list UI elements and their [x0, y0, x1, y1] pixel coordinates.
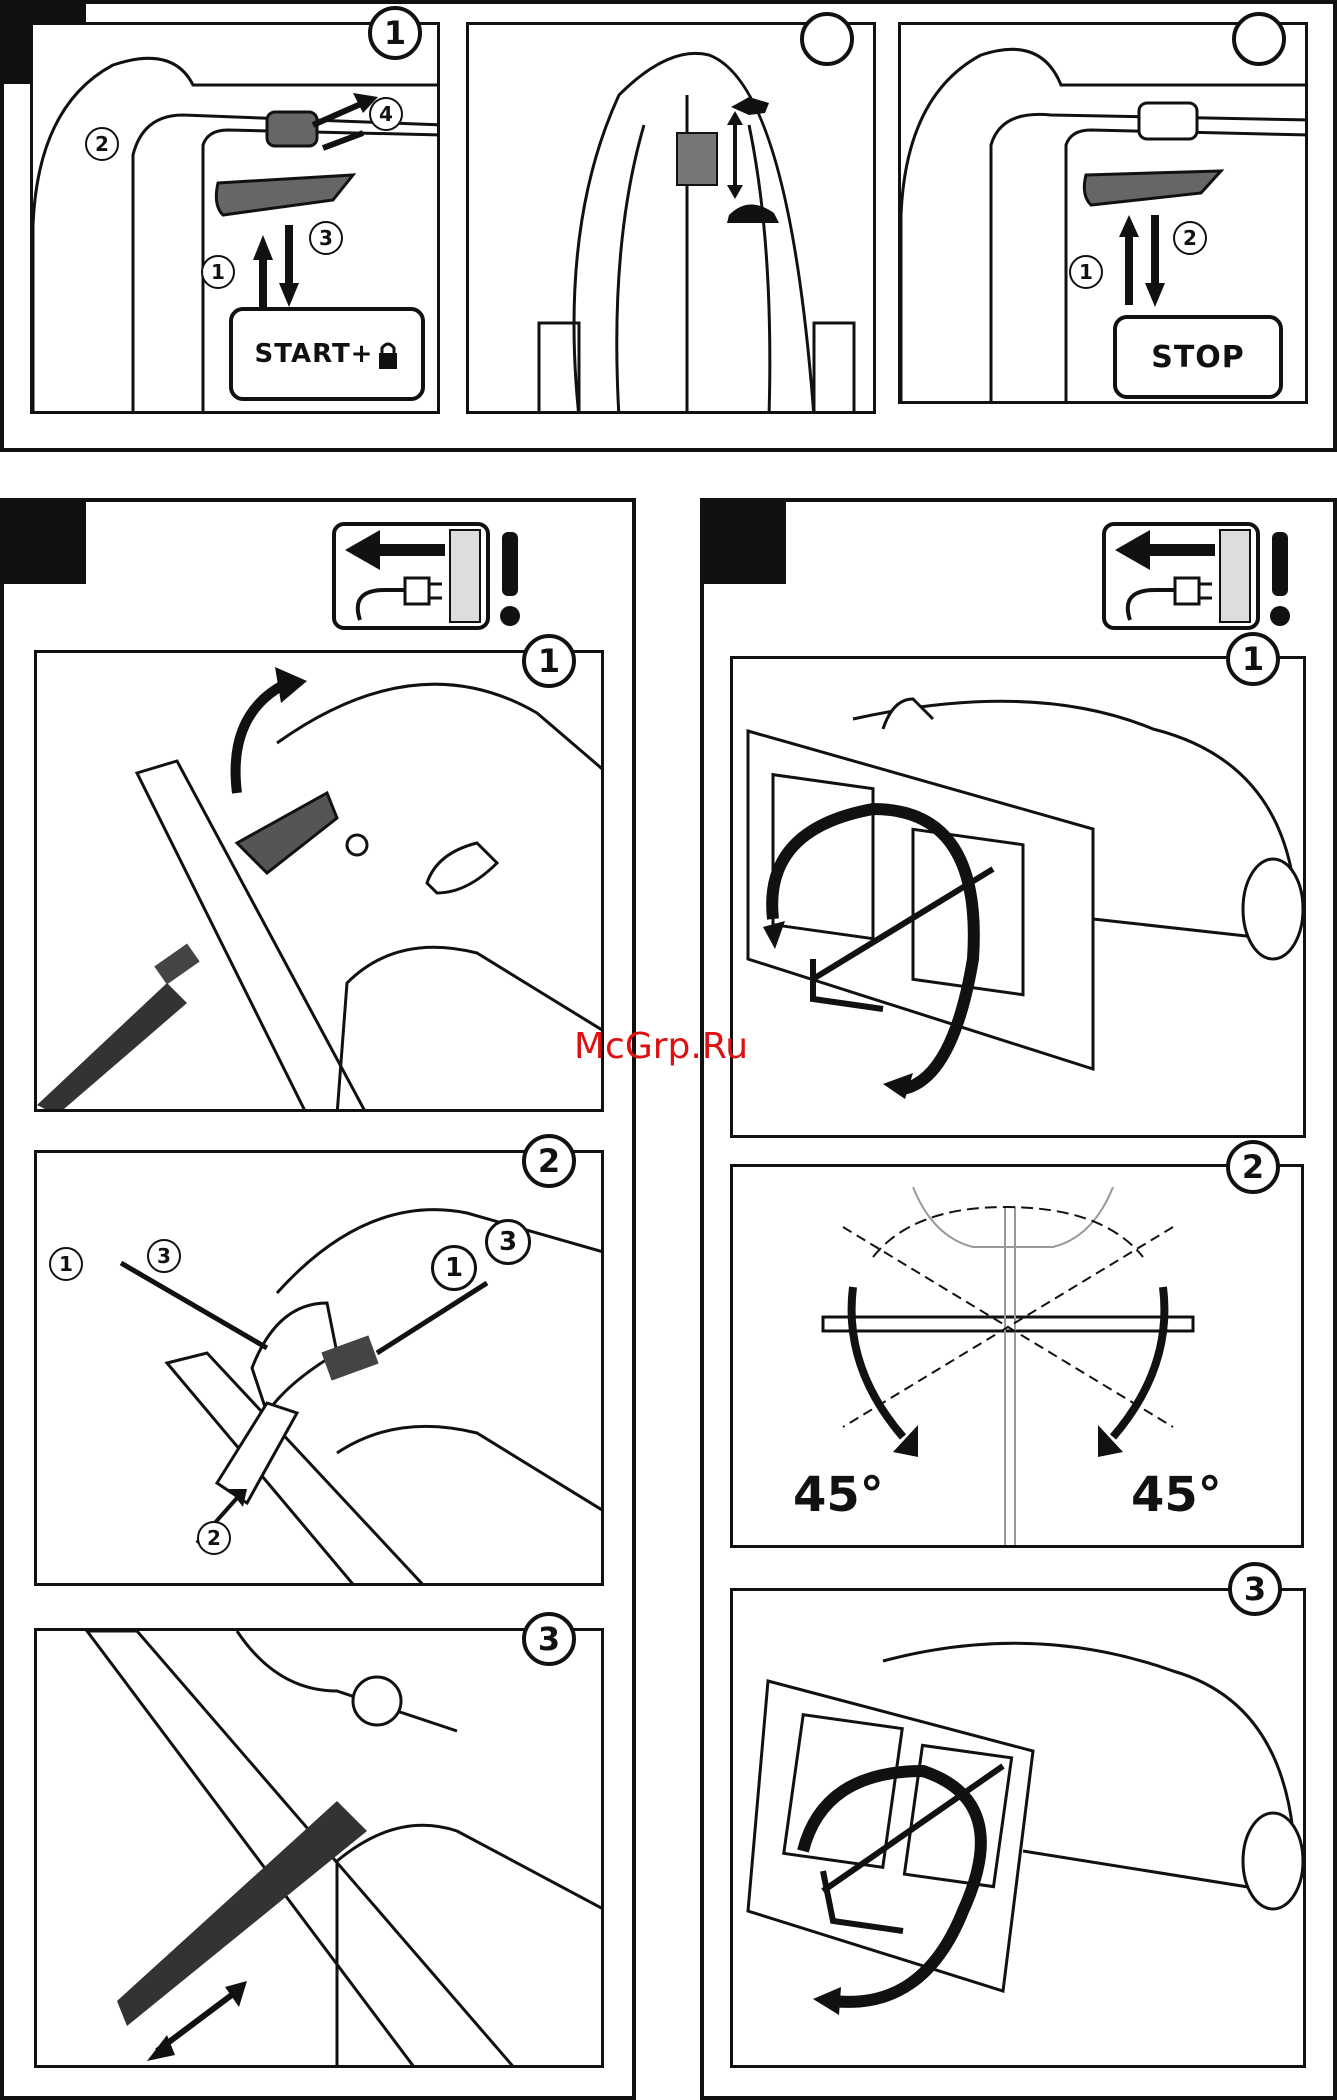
- stop-button-label: STOP: [1113, 315, 1283, 399]
- blade-insert-panel: 1 3 1 3 2: [34, 1150, 604, 1586]
- step-label-1: 1: [201, 255, 235, 289]
- watermark: McGrp.Ru: [574, 1026, 748, 1067]
- base-tighten-panel: [730, 1588, 1306, 2068]
- panel-speed-control: [466, 22, 876, 414]
- turtle-icon: [727, 204, 779, 223]
- bevel-angle-panel: 45° 45°: [730, 1164, 1304, 1548]
- base-tighten-illustration: [733, 1591, 1306, 2068]
- section-tab-left: [0, 498, 86, 584]
- blade-insert-illustration: [37, 1153, 604, 1586]
- step-number-blank-3: [1232, 12, 1286, 66]
- jigsaw-top-view-illustration: [469, 25, 876, 414]
- left-step-number-3: 3: [522, 1612, 576, 1666]
- start-lock-button-label: START+: [229, 307, 425, 401]
- blade-release-panel: [34, 650, 604, 1112]
- unplug-warning-icon: [330, 520, 530, 640]
- left-step-number-2: 2: [522, 1134, 576, 1188]
- base-loosen-illustration: [733, 659, 1306, 1138]
- section-tab-right: [700, 498, 786, 584]
- blade-release-illustration: [37, 653, 604, 1112]
- stop-label-2: 2: [1173, 221, 1207, 255]
- step-number-blank-2: [800, 12, 854, 66]
- step-label-3: 3: [309, 221, 343, 255]
- rabbit-icon: [731, 97, 769, 115]
- angle-label-left: 45°: [793, 1467, 884, 1523]
- insert-label-a: 1: [49, 1247, 83, 1281]
- angle-label-right: 45°: [1131, 1467, 1222, 1523]
- insert-label-e: 2: [197, 1521, 231, 1555]
- start-label: START+: [255, 339, 374, 369]
- insert-label-d: 3: [485, 1219, 531, 1265]
- right-step-number-1: 1: [1226, 632, 1280, 686]
- panel-start-switch: 2 4 3 1 START+: [30, 22, 440, 414]
- stop-label-1: 1: [1069, 255, 1103, 289]
- base-loosen-panel: [730, 656, 1306, 1138]
- right-step-number-2: 2: [1226, 1140, 1280, 1194]
- lock-icon: [377, 341, 399, 367]
- step-number-1: 1: [368, 6, 422, 60]
- insert-label-b: 3: [147, 1239, 181, 1273]
- left-step-number-1: 1: [522, 634, 576, 688]
- right-step-number-3: 3: [1228, 1562, 1282, 1616]
- step-label-2: 2: [85, 127, 119, 161]
- blade-check-illustration: [37, 1631, 604, 2068]
- unplug-warning-icon-right: [1100, 520, 1300, 640]
- blade-check-panel: [34, 1628, 604, 2068]
- step-label-4: 4: [369, 97, 403, 131]
- panel-stop-switch: 2 1 STOP: [898, 22, 1308, 404]
- insert-label-c: 1: [431, 1245, 477, 1291]
